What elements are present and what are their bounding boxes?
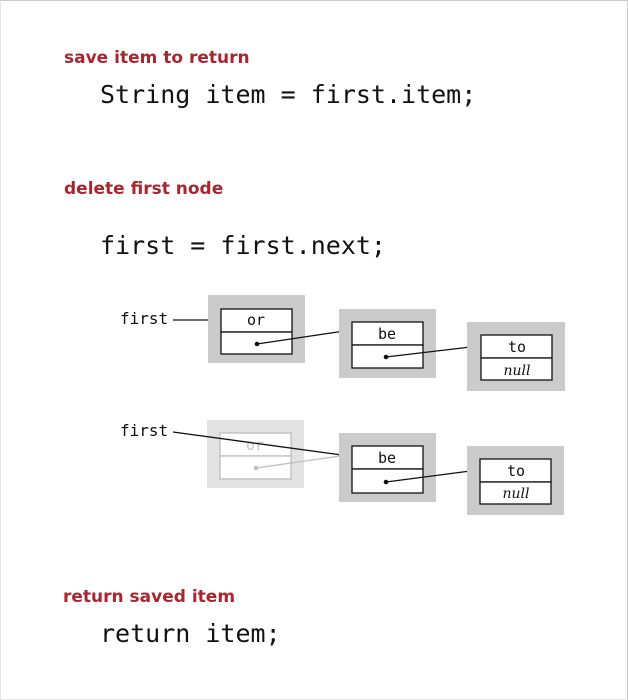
link-arrow-or-be — [256, 327, 352, 345]
first-pointer-label: first — [120, 421, 168, 440]
next-cell — [479, 481, 552, 505]
node-to: to null — [467, 322, 565, 391]
save-item-code: String item = first.item; — [100, 80, 477, 109]
node-or: or — [208, 295, 305, 363]
node-item-label: be — [378, 325, 396, 343]
null-label: null — [504, 363, 531, 379]
stale-link-line — [255, 455, 341, 469]
link-arrow-be-to — [385, 343, 480, 358]
node-or-removed: or — [207, 420, 341, 488]
node-item-label: be — [378, 449, 396, 467]
node-item-label: to — [507, 462, 525, 480]
next-cell — [480, 357, 553, 381]
first-pointer-arrow — [172, 431, 350, 459]
node-to: to null — [467, 446, 564, 515]
node-be: be — [339, 309, 436, 378]
link-arrow-be-to — [385, 467, 479, 483]
first-pointer-label: first — [120, 309, 168, 328]
delete-first-heading: delete first node — [64, 179, 224, 199]
node-item-label: or — [246, 436, 264, 454]
node-be: be — [339, 433, 436, 502]
node-item-label: to — [508, 338, 526, 356]
delete-first-code: first = first.next; — [100, 231, 386, 260]
diagram-after: first or be to null — [120, 420, 564, 515]
save-item-heading: save item to return — [64, 48, 250, 68]
node-item-label: or — [247, 311, 265, 329]
null-label: null — [503, 486, 530, 502]
return-item-heading: return saved item — [63, 587, 236, 607]
diagram-before: first or be to null — [120, 295, 565, 391]
return-item-code: return item; — [100, 619, 281, 648]
